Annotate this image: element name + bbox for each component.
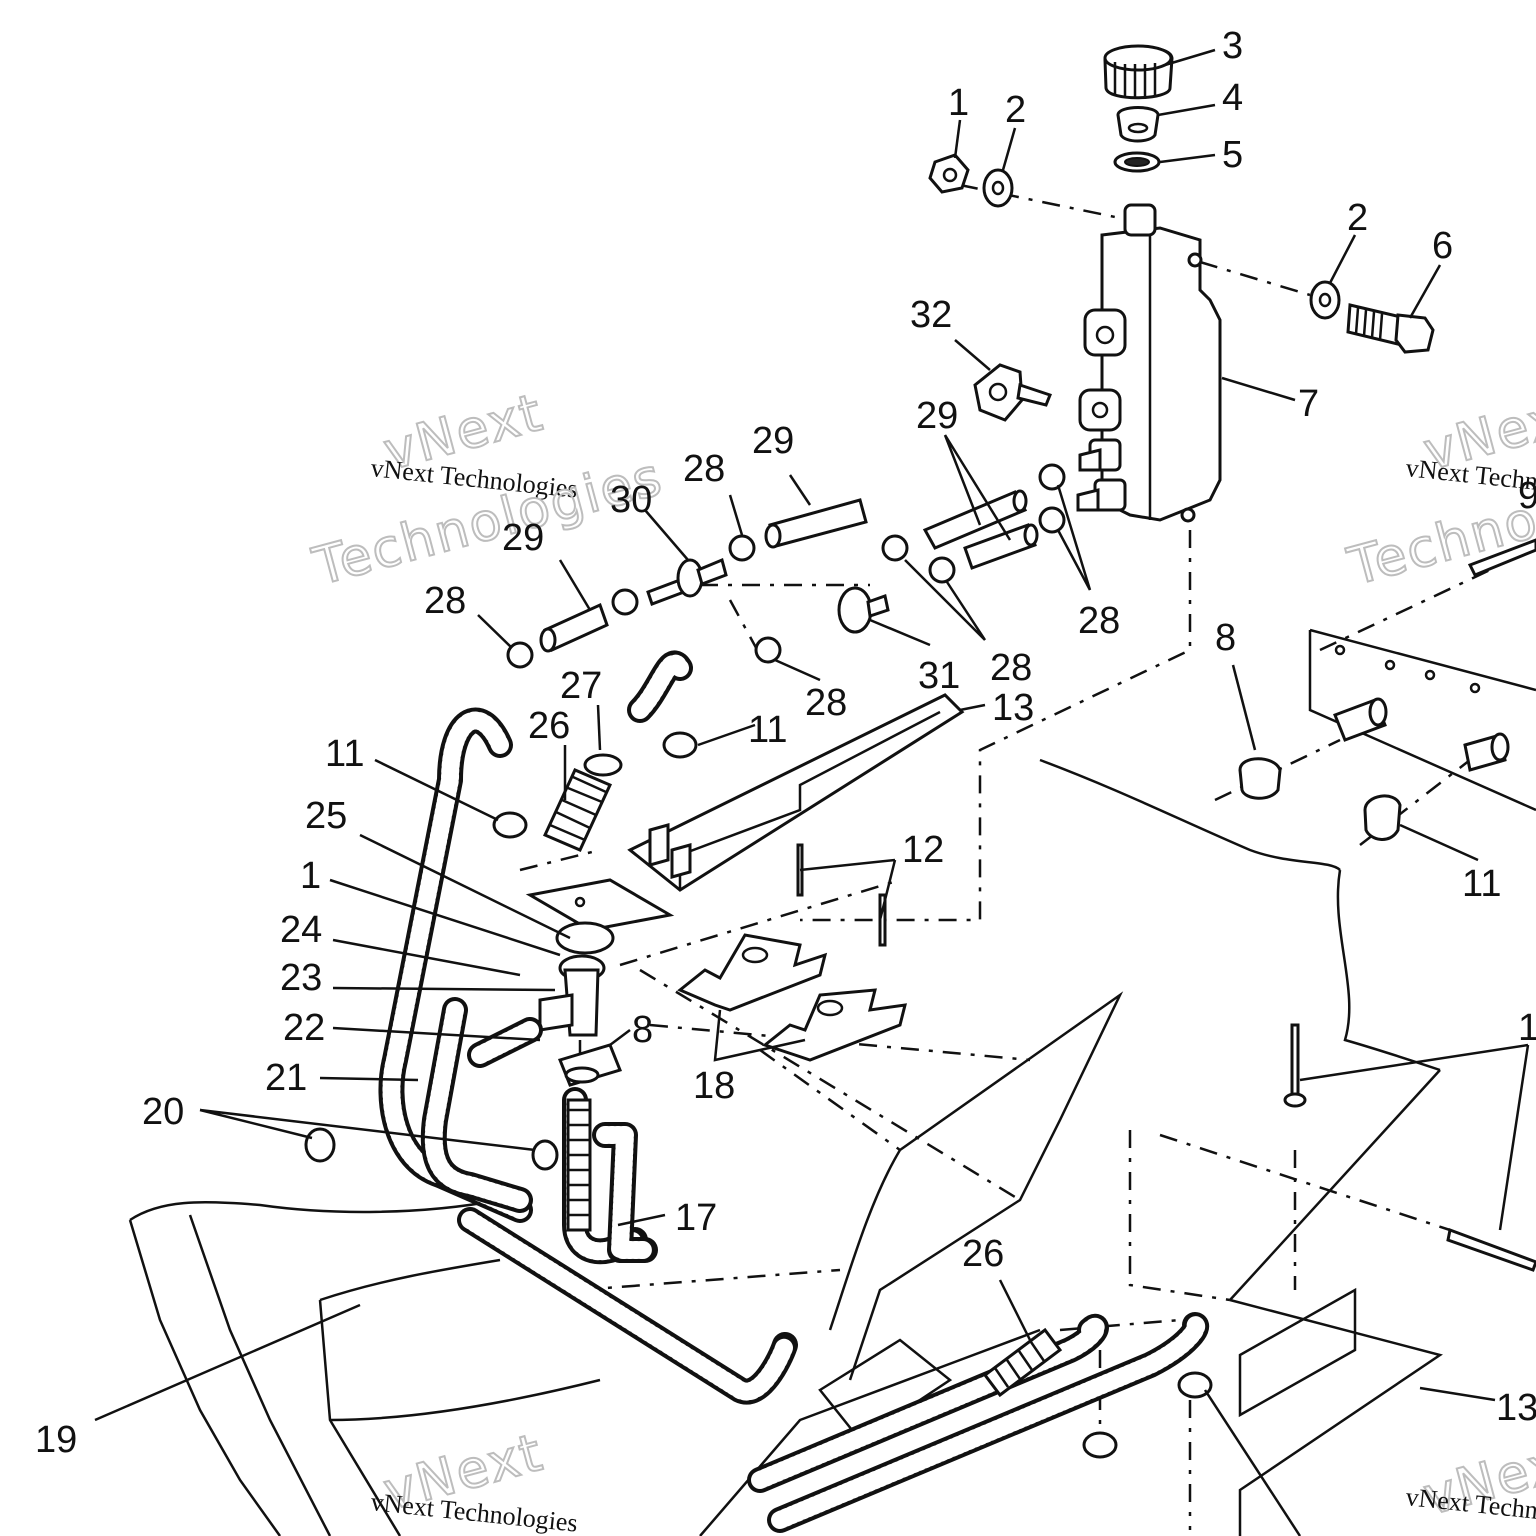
callout-2-right: 2 bbox=[1347, 197, 1368, 239]
hose-fitting-30 bbox=[646, 557, 728, 606]
callout-26-upper: 26 bbox=[528, 705, 570, 747]
callout-18: 18 bbox=[693, 1065, 735, 1107]
leader-lines bbox=[94, 48, 1530, 1536]
hose-section-middle-right bbox=[963, 523, 1039, 570]
bypass-hose-22 bbox=[467, 1017, 543, 1068]
mounting-bracket-a bbox=[677, 933, 828, 1012]
hose-section-center bbox=[764, 498, 868, 549]
callout-9: 9 bbox=[1518, 475, 1536, 517]
callout-3: 3 bbox=[1222, 25, 1243, 67]
callout-29-center: 29 bbox=[752, 420, 794, 462]
callout-28-top: 28 bbox=[683, 448, 725, 490]
cap-washer bbox=[1113, 151, 1161, 173]
mounting-washer-right bbox=[1309, 280, 1341, 320]
callout-26-lower: 26 bbox=[962, 1233, 1004, 1275]
callout-13-bottom: 13 bbox=[1496, 1387, 1536, 1429]
callout-11-upper: 11 bbox=[748, 709, 787, 751]
cap-gasket bbox=[1116, 106, 1160, 143]
callout-1-top: 1 bbox=[948, 82, 969, 124]
callout-24: 24 bbox=[280, 909, 322, 951]
coolant-hoses bbox=[378, 650, 1210, 1533]
callout-8-center: 8 bbox=[632, 1009, 653, 1051]
callout-25: 25 bbox=[305, 795, 347, 837]
hose-spring-26-lower bbox=[982, 1327, 1063, 1398]
callout-21: 21 bbox=[265, 1057, 307, 1099]
thermostat-gasket bbox=[555, 921, 615, 955]
callout-1-right: 1 bbox=[1518, 1007, 1536, 1049]
hose-caps-20 bbox=[304, 1127, 559, 1171]
mounting-washer-left bbox=[982, 168, 1014, 208]
lower-clamps bbox=[1082, 1371, 1213, 1459]
heat-exchanger-upper bbox=[627, 693, 965, 892]
callout-31: 31 bbox=[918, 655, 960, 697]
callout-7: 7 bbox=[1298, 383, 1319, 425]
callout-5: 5 bbox=[1222, 134, 1243, 176]
callout-28-lower: 28 bbox=[805, 682, 847, 724]
watermarks: vNext vNext Technologies Technologies vN… bbox=[306, 382, 1536, 1536]
callout-22: 22 bbox=[283, 1007, 325, 1049]
check-valve-31 bbox=[837, 586, 890, 634]
frame-couplings bbox=[1333, 644, 1510, 772]
hose-spring-17 bbox=[566, 1098, 592, 1232]
chassis-outline bbox=[128, 628, 1536, 1536]
mounting-bolt bbox=[1346, 303, 1435, 354]
callout-17: 17 bbox=[675, 1197, 717, 1239]
callout-23: 23 bbox=[280, 957, 322, 999]
callout-28-lower-right: 28 bbox=[990, 647, 1032, 689]
callout-8-right: 8 bbox=[1215, 617, 1236, 659]
callout-19: 19 bbox=[35, 1419, 77, 1461]
callout-29-right: 29 bbox=[916, 395, 958, 437]
callout-11-left: 11 bbox=[325, 733, 364, 775]
rivets bbox=[796, 538, 1536, 1272]
coolant-reservoir bbox=[1076, 203, 1222, 523]
callout-32: 32 bbox=[910, 294, 952, 336]
callout-29-left: 29 bbox=[502, 517, 544, 559]
tank-cap bbox=[1103, 44, 1174, 100]
callout-20: 20 bbox=[142, 1091, 184, 1133]
hose-section-left bbox=[539, 602, 609, 653]
hose-section-upper-right bbox=[922, 489, 1028, 550]
mounting-nut bbox=[928, 153, 970, 194]
hose-clamps-28 bbox=[506, 463, 1066, 669]
mounting-bracket-b bbox=[761, 988, 907, 1062]
callout-2-top: 2 bbox=[1005, 89, 1026, 131]
thermostat-plate bbox=[525, 878, 675, 932]
hose-clamps-11 bbox=[492, 731, 1402, 841]
thermostat-housing bbox=[538, 954, 623, 1087]
callout-6: 6 bbox=[1432, 225, 1453, 267]
callout-1-mid: 1 bbox=[300, 855, 321, 897]
callout-4: 4 bbox=[1222, 77, 1243, 119]
callout-30: 30 bbox=[610, 479, 652, 521]
petcock-valve bbox=[973, 363, 1052, 422]
callout-13-top: 13 bbox=[992, 687, 1034, 729]
hose-spring-26-upper bbox=[542, 753, 623, 852]
callout-28-left: 28 bbox=[424, 580, 466, 622]
callout-11-right: 11 bbox=[1462, 863, 1501, 905]
callout-28-right: 28 bbox=[1078, 600, 1120, 642]
callout-numbers: 3 4 5 1 2 2 6 32 7 29 29 29 28 28 28 28 … bbox=[35, 25, 1536, 1461]
callout-27: 27 bbox=[560, 665, 602, 707]
callout-12: 12 bbox=[902, 829, 944, 871]
